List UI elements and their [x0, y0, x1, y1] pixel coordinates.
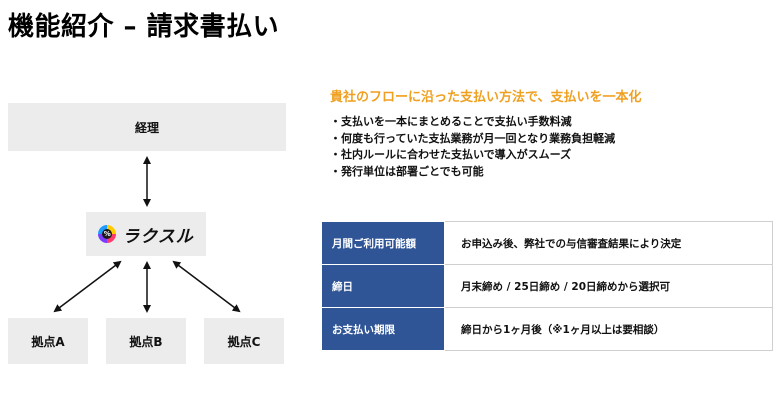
- feature-bullet: ・支払いを一本にまとめることで支払い手数料減: [330, 115, 572, 128]
- feature-headline: 貴社のフローに沿った支払い方法で、支払いを一本化: [330, 90, 642, 105]
- raksul-logo: % ラクスル: [98, 222, 194, 247]
- arrow-raksul-branch-a: [53, 260, 122, 313]
- branch-box-b: 拠点B: [106, 318, 186, 364]
- branch-label-b: 拠点B: [129, 334, 163, 349]
- raksul-logo-box: % ラクスル: [86, 212, 206, 256]
- branch-label-c: 拠点C: [227, 334, 261, 349]
- page-title: 機能紹介 – 請求書払い: [8, 12, 280, 42]
- table-row: 締日 月末締め / 25日締め / 20日締めから選択可: [321, 264, 773, 308]
- raksul-logo-text: ラクスル: [122, 226, 194, 247]
- row-key-closing-date: 締日: [321, 264, 445, 308]
- feature-bullet-list: ・支払いを一本にまとめることで支払い手数料減 ・何度も行っていた支払業務が月一回…: [330, 114, 615, 180]
- feature-bullet: ・発行単位は部署ごとでも可能: [330, 164, 484, 178]
- accounting-label: 経理: [134, 120, 159, 135]
- branch-box-a: 拠点A: [8, 318, 88, 364]
- table-row: 月間ご利用可能額 お申込み後、弊社での与信審査結果により決定: [321, 221, 773, 265]
- branch-box-c: 拠点C: [204, 318, 284, 364]
- raksul-logo-icon: %: [98, 225, 117, 243]
- branch-label-a: 拠点A: [31, 334, 65, 349]
- row-key-credit-limit: 月間ご利用可能額: [321, 221, 445, 265]
- row-key-payment-deadline: お支払い期限: [321, 307, 445, 351]
- row-value-closing-date: 月末締め / 25日締め / 20日締めから選択可: [444, 264, 773, 308]
- arrow-raksul-branch-c: [172, 260, 241, 313]
- row-value-payment-deadline: 締日から1ヶ月後（※1ヶ月以上は要相談）: [444, 307, 773, 351]
- payment-terms-table: 月間ご利用可能額 お申込み後、弊社での与信審査結果により決定 締日 月末締め /…: [321, 221, 773, 351]
- table-row: お支払い期限 締日から1ヶ月後（※1ヶ月以上は要相談）: [321, 307, 773, 351]
- raksul-logo-mark: %: [102, 229, 113, 239]
- row-value-credit-limit: お申込み後、弊社での与信審査結果により決定: [444, 221, 773, 265]
- feature-bullet: ・何度も行っていた支払業務が月一回となり業務負担軽減: [330, 131, 616, 145]
- feature-bullet: ・社内ルールに合わせた支払いで導入がスムーズ: [330, 148, 572, 161]
- accounting-box: 経理: [8, 103, 286, 151]
